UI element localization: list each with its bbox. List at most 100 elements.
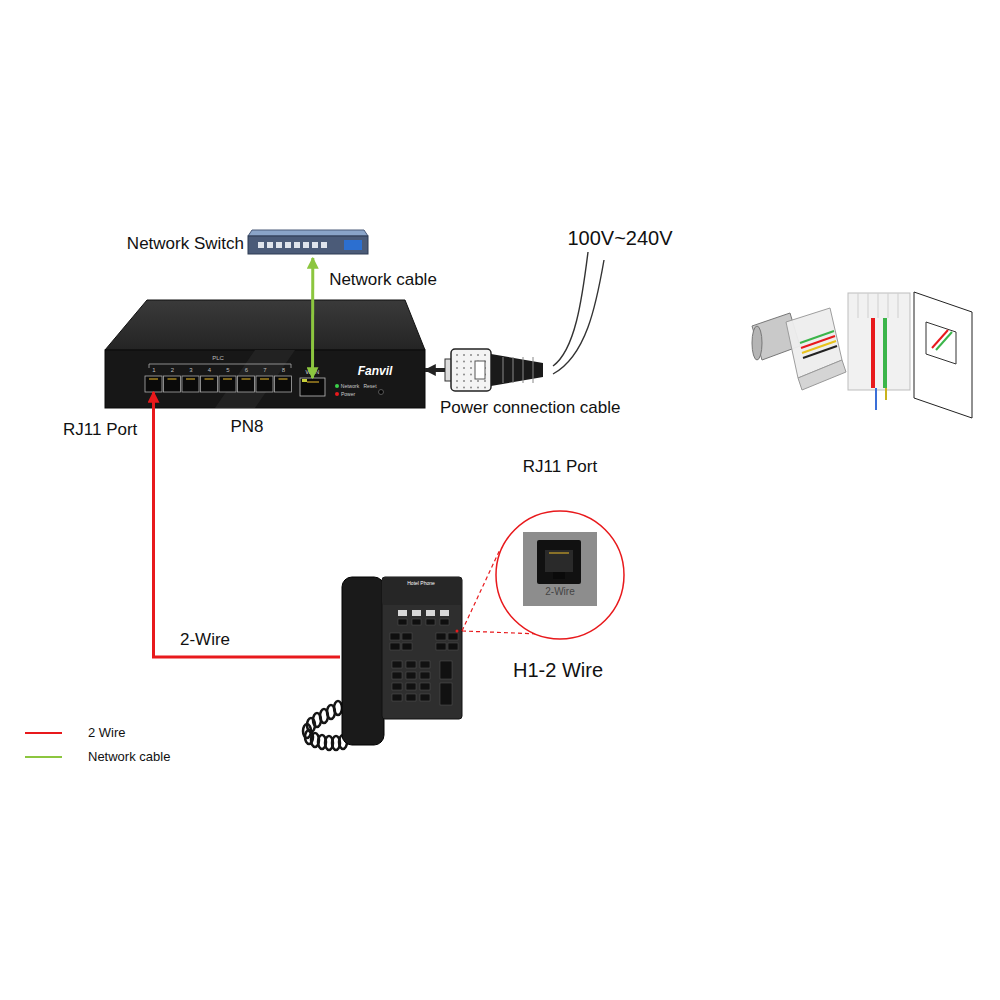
node-sublabel: 2-Wire [530, 586, 590, 598]
rj11-port: RJ11 Port [145, 376, 162, 392]
port-zoom-callout-shape [495, 510, 625, 640]
port-cavity [545, 550, 573, 572]
switch-port [267, 242, 273, 248]
network-led [335, 384, 339, 388]
port-plate [523, 532, 597, 606]
port-number: 4 [208, 367, 211, 374]
plug-texture [463, 387, 465, 389]
plug-mark [475, 361, 485, 379]
plug-texture [470, 354, 472, 356]
port-pins [307, 381, 319, 382]
switch-accent [344, 240, 362, 250]
rj11-wiring-illustration [888, 293, 889, 318]
function-key [448, 633, 458, 640]
port-pins [260, 378, 269, 379]
coiled-cord [303, 701, 347, 750]
rj11-port-shape [145, 376, 162, 392]
rj11-wiring-illustration [802, 341, 836, 353]
keypad-key [406, 672, 416, 679]
port-number: 8 [282, 367, 285, 374]
port-number: 5 [226, 367, 229, 374]
pn8-front [105, 350, 425, 408]
keypad-key [420, 661, 430, 668]
function-key [436, 633, 446, 640]
function-key [398, 619, 407, 625]
pn8-top [105, 300, 425, 350]
function-key [390, 643, 400, 650]
plug-texture [470, 380, 472, 382]
legend-swatch [25, 756, 62, 758]
keypad-key [420, 672, 430, 679]
pn8-highlight [215, 350, 295, 408]
plug-texture [470, 367, 472, 369]
node-label: Network Switch [106, 234, 244, 254]
model-label: Hotel Phone [407, 580, 435, 586]
callout-leader [462, 549, 500, 631]
plug-texture [470, 361, 472, 363]
phone-body [382, 577, 462, 719]
node-label: PN8 [222, 417, 272, 437]
port-number: 6 [245, 367, 248, 374]
port-group-label: PLC [212, 355, 224, 362]
function-key [448, 643, 458, 650]
rj11-wiring-illustration [875, 388, 877, 410]
port-number: 3 [189, 367, 192, 374]
pn8-gateway: PN8RJ11 PortWAN [105, 298, 425, 410]
plug-texture [463, 380, 465, 382]
port-pins [223, 378, 232, 379]
memory-key [426, 610, 435, 616]
plug-texture [456, 380, 458, 382]
led-label: Power [341, 391, 355, 397]
plug-texture [456, 387, 458, 389]
rj11-wiring-illustration [868, 293, 869, 318]
rj11-wiring-illustration [801, 336, 835, 348]
function-key [402, 643, 412, 650]
keypad-key [406, 694, 416, 701]
strain-relief-band [533, 357, 534, 383]
rj45-port-symbol [300, 378, 325, 396]
plug-texture [470, 374, 472, 376]
plug-texture [477, 380, 479, 382]
keypad-key [392, 672, 402, 679]
plug-head [451, 349, 491, 391]
keypad-key [406, 661, 416, 668]
keypad-key [392, 694, 402, 701]
brand-logo: Fanvil [358, 364, 393, 378]
rj11-wiring-illustration [848, 293, 910, 390]
hotel-phone: H1-2 Wire [340, 577, 462, 745]
plug-texture [463, 374, 465, 376]
switch-port [258, 242, 264, 248]
hotel-phone-shape [340, 577, 462, 745]
port-tab [553, 572, 565, 579]
network-switch: Network Switch [248, 228, 368, 258]
plug-texture [456, 354, 458, 356]
rj11-wiring-illustration [898, 293, 899, 318]
node-label: RJ11 Port [510, 457, 610, 477]
rj11-port-symbol [219, 376, 236, 392]
port-number: 7 [263, 367, 266, 374]
power-cord [553, 252, 604, 374]
two-wire-cable [154, 392, 341, 657]
strain-relief-band [523, 357, 524, 383]
function-key [390, 633, 400, 640]
rj11-wiring-illustration [883, 318, 887, 388]
power-plug-shape [445, 345, 555, 395]
switch-port [294, 242, 300, 248]
port-number: 2 [171, 367, 174, 374]
port-led [302, 379, 307, 382]
rj11-wiring-illustration [936, 332, 952, 350]
rj11-port-symbol [145, 376, 162, 392]
keypad-key [420, 694, 430, 701]
rj11-port-symbol [182, 376, 199, 392]
node-label: RJ11 Port [63, 420, 163, 440]
switch-port [303, 242, 309, 248]
switch-top [248, 230, 368, 236]
connector-label: Network cable [329, 270, 437, 290]
strain-relief-band [513, 357, 514, 383]
rj11-port-symbol [201, 376, 218, 392]
connector-label: 2-Wire [180, 630, 230, 650]
keypad-key [392, 661, 402, 668]
